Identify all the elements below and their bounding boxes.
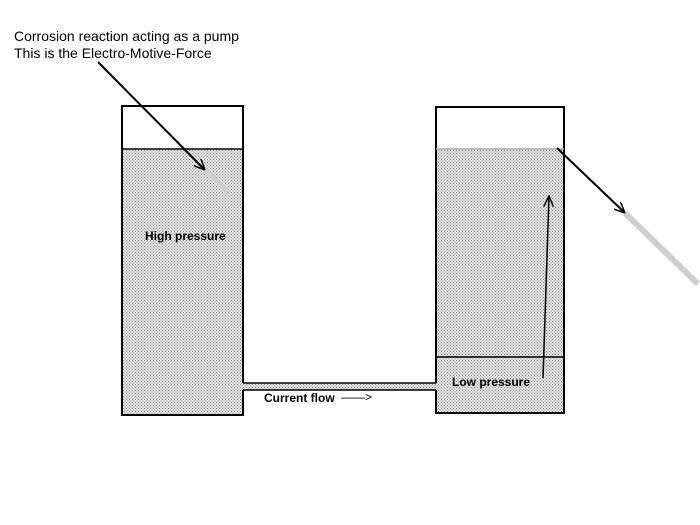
outflow-arrow bbox=[556, 147, 625, 213]
right-tank-low-pressure bbox=[435, 106, 565, 414]
low-pressure-label: Low pressure bbox=[452, 375, 531, 389]
high-pressure-label: High pressure bbox=[145, 229, 226, 243]
left-tank-high-pressure bbox=[121, 105, 244, 416]
current-flow-label: Current flow bbox=[264, 391, 335, 405]
emf-arrow-shadow bbox=[203, 168, 230, 194]
outflow-arrow-shadow bbox=[622, 210, 700, 287]
caption-line-1: Corrosion reaction acting as a pump bbox=[14, 28, 239, 44]
connecting-pipe bbox=[242, 382, 437, 391]
rising-arrow bbox=[542, 196, 549, 379]
caption-line-2: This is the Electro-Motive-Force bbox=[14, 45, 212, 61]
current-flow-arrow: ——> bbox=[341, 390, 373, 404]
emf-arrow-in bbox=[97, 61, 205, 170]
